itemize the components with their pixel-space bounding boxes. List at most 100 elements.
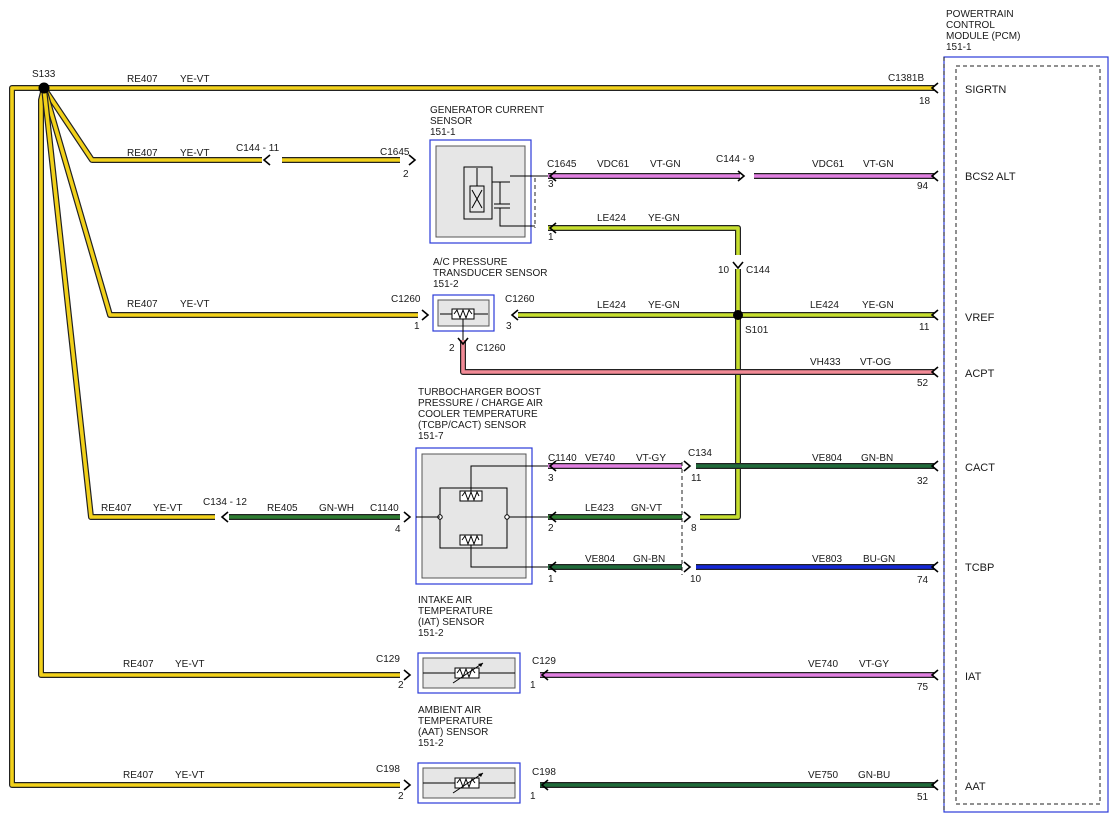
connector-arrow xyxy=(403,669,412,681)
wire-color: YE-GN xyxy=(648,300,680,311)
tcbp-title-3: COOLER TEMPERATURE xyxy=(418,409,538,420)
connector-label: C134 xyxy=(688,448,712,459)
connector-pin: 2 xyxy=(398,791,404,802)
ac-title-3: 151-2 xyxy=(433,279,459,290)
tcbp-title-4: (TCBP/CACT) SENSOR xyxy=(418,420,526,431)
connector-pin: 3 xyxy=(548,179,554,190)
connector-label: C1140 xyxy=(370,503,399,514)
pcm-title-line-3: MODULE (PCM) xyxy=(946,31,1020,42)
connector-arrow xyxy=(683,460,692,472)
aat-title-2: TEMPERATURE xyxy=(418,716,493,727)
connector-label: C144 - 9 xyxy=(716,154,755,165)
ac-title-1: A/C PRESSURE xyxy=(433,257,508,268)
connector-arrow xyxy=(403,779,412,791)
thermistor-icon xyxy=(423,772,515,794)
pcm-pin-vref-name: VREF xyxy=(965,312,995,324)
thermistor-icon xyxy=(423,662,515,684)
connector-label: C134 - 12 xyxy=(203,497,247,508)
connector-arrow xyxy=(540,669,549,681)
pcm-pin-tcbp-number: 74 xyxy=(917,575,929,586)
pcm-pin-cact-number: 32 xyxy=(917,476,929,487)
connector-arrow xyxy=(403,511,412,523)
wire-core xyxy=(700,269,740,519)
connector-pin: 11 xyxy=(691,473,702,484)
generator-title-3: 151-1 xyxy=(430,127,456,138)
tcbp-title-1: TURBOCHARGER BOOST xyxy=(418,387,541,398)
wire-core xyxy=(42,87,262,162)
wire-core xyxy=(42,87,215,519)
generator-current-sensor-icon xyxy=(463,166,548,227)
iat-title-1: INTAKE AIR xyxy=(418,595,472,606)
generator-current-sensor xyxy=(429,139,548,244)
wire-circuit: VDC61 xyxy=(597,159,630,170)
splice-s133-label: S133 xyxy=(32,69,56,80)
iat-title-2: TEMPERATURE xyxy=(418,606,493,617)
wire-core xyxy=(42,87,418,317)
pcm-pin-acpt-number: 52 xyxy=(917,378,929,389)
pcm-module xyxy=(943,56,1109,813)
tcbp-title-5: 151-7 xyxy=(418,431,444,442)
pcm-pin-aat-name: AAT xyxy=(965,781,986,793)
pcm-pin-bcs2-number: 94 xyxy=(917,181,929,192)
connector-arrow xyxy=(930,82,939,94)
wire-outline xyxy=(548,225,741,255)
ac-title-2: TRANSDUCER SENSOR xyxy=(433,268,547,279)
ac-pressure-sensor xyxy=(432,294,495,340)
connector-pin: 1 xyxy=(548,574,554,585)
tcbp-cact-sensor xyxy=(415,447,548,585)
connector-pin: 2 xyxy=(449,343,455,354)
wire-harness xyxy=(9,85,934,788)
connector-arrow xyxy=(548,170,557,182)
pcm-pin-vref-number: 11 xyxy=(919,322,930,333)
wire-circuit: VE750 xyxy=(808,770,838,781)
wire-core xyxy=(39,87,400,677)
connector-arrow xyxy=(930,669,939,681)
connector-arrow xyxy=(540,779,549,791)
connector-pin: 3 xyxy=(506,321,512,332)
connector-pin: 8 xyxy=(691,523,697,534)
wire-outline xyxy=(38,87,400,678)
wire-circuit: RE407 xyxy=(101,503,132,514)
wire-circuit: VH433 xyxy=(810,357,841,368)
connector-pin: 1 xyxy=(530,791,536,802)
aat-title-1: AMBIENT AIR xyxy=(418,705,481,716)
pcm-title-line-1: POWERTRAIN xyxy=(946,9,1014,20)
pcm-pin-iat-name: IAT xyxy=(965,671,982,683)
wire-color: GN-VT xyxy=(631,503,662,514)
splice-s101-label: S101 xyxy=(745,325,769,336)
connector-label: C129 xyxy=(532,656,556,667)
pcm-pin-iat-number: 75 xyxy=(917,682,929,693)
pcm-title-line-2: CONTROL xyxy=(946,20,995,31)
tcbp-title-2: PRESSURE / CHARGE AIR xyxy=(418,398,543,409)
generator-title-2: SENSOR xyxy=(430,116,472,127)
connector-label: C1645 xyxy=(380,147,410,158)
connector-label: C198 xyxy=(532,767,556,778)
wire-outline xyxy=(9,85,400,788)
connector-pin: 2 xyxy=(398,680,404,691)
connector-arrow xyxy=(457,337,469,346)
connector-label: C1645 xyxy=(547,159,577,170)
connector-pin: 1 xyxy=(548,232,554,243)
connector-arrow xyxy=(930,366,939,378)
connector-arrow xyxy=(548,511,557,523)
connector-arrow xyxy=(737,170,746,182)
connector-arrow xyxy=(548,561,557,573)
wire-circuit: RE407 xyxy=(123,659,154,670)
wire-circuit: RE405 xyxy=(267,503,298,514)
connector-arrows xyxy=(220,82,939,791)
connector-pin: 1 xyxy=(414,321,420,332)
wire-core xyxy=(548,226,740,255)
aat-sensor xyxy=(417,762,521,804)
splice-s133-dot xyxy=(38,82,50,94)
wire-color: YE-VT xyxy=(153,503,182,514)
connector-pin: 1 xyxy=(530,680,536,691)
connector-arrow xyxy=(683,511,692,523)
pressure-transducer-icon xyxy=(440,308,488,340)
pcm-pin-acpt-name: ACPT xyxy=(965,368,995,380)
pcm-connector-label: C1381B xyxy=(888,73,924,84)
wire-color: GN-BN xyxy=(633,554,665,565)
connector-arrow xyxy=(220,511,229,523)
wire-color: YE-VT xyxy=(180,148,209,159)
connector-pin: 3 xyxy=(548,473,554,484)
pcm-pin-bcs2-name: BCS2 ALT xyxy=(965,171,1016,183)
